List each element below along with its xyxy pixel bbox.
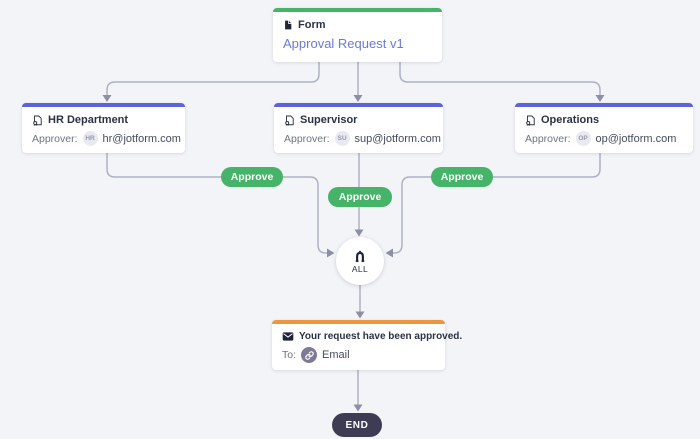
arrowhead [354,229,364,237]
arrowhead [327,248,335,258]
approver-node-accent-bar [274,103,443,107]
email-node[interactable]: Your request have been approved. To: Ema… [272,320,462,370]
approver-node-accent-bar [22,103,185,107]
arrowhead [595,95,605,102]
approver-initials-badge: HR [82,131,98,146]
approver-node-title: Supervisor [300,114,358,126]
link-icon [304,350,314,360]
approver-node-operations[interactable]: Operations Approver: OP op@jotform.com [515,103,693,153]
approver-initials-badge: OP [575,131,591,146]
approver-label: Approver: [284,132,330,145]
wire-operations-to-gateway [392,153,601,254]
wire-hr-to-gateway [106,153,328,254]
form-node-accent-bar [273,8,442,12]
end-node[interactable]: END [332,413,382,437]
approve-branch-pill-hr[interactable]: Approve [221,167,283,187]
recipient-avatar [301,347,318,363]
form-node-title[interactable]: Approval Request v1 [283,36,404,51]
approver-initials-badge: SU [334,131,350,146]
approve-branch-pill-supervisor[interactable]: Approve [328,187,392,207]
recipient-name: Email [322,349,350,361]
approver-label: Approver: [525,132,571,145]
arrowhead [353,95,363,102]
form-node-type-label: Form [298,19,326,31]
approver-email: sup@jotform.com [354,132,441,145]
approver-node-accent-bar [515,103,693,107]
arrowhead [353,404,363,412]
approver-email: op@jotform.com [595,132,677,145]
arrowhead [355,311,365,319]
approver-node-title: Operations [541,114,600,126]
form-node[interactable]: Form Approval Request v1 [273,8,442,62]
wire-form-to-operations [399,62,601,96]
approver-node-hr[interactable]: HR Department Approver: HR hr@jotform.co… [22,103,185,153]
document-icon [283,20,293,30]
approve-branch-pill-operations[interactable]: Approve [431,167,493,187]
merge-icon [352,248,368,263]
merge-gateway-node[interactable]: ALL [336,237,384,285]
approver-node-title: HR Department [48,114,129,126]
arrowhead [102,95,112,102]
gateway-label: ALL [351,264,369,274]
arrowhead [385,248,393,258]
approval-stamp-icon [32,115,43,126]
email-node-title: Your request have been approved. [299,331,463,342]
envelope-icon [282,332,294,341]
approval-stamp-icon [525,115,536,126]
wire-form-to-hr [106,62,320,96]
email-to-label: To: [282,349,297,361]
approver-label: Approver: [32,132,78,145]
approver-node-supervisor[interactable]: Supervisor Approver: SU sup@jotform.com [274,103,443,153]
approval-stamp-icon [284,115,295,126]
approver-email: hr@jotform.com [102,132,181,145]
email-node-accent-bar [272,320,445,324]
